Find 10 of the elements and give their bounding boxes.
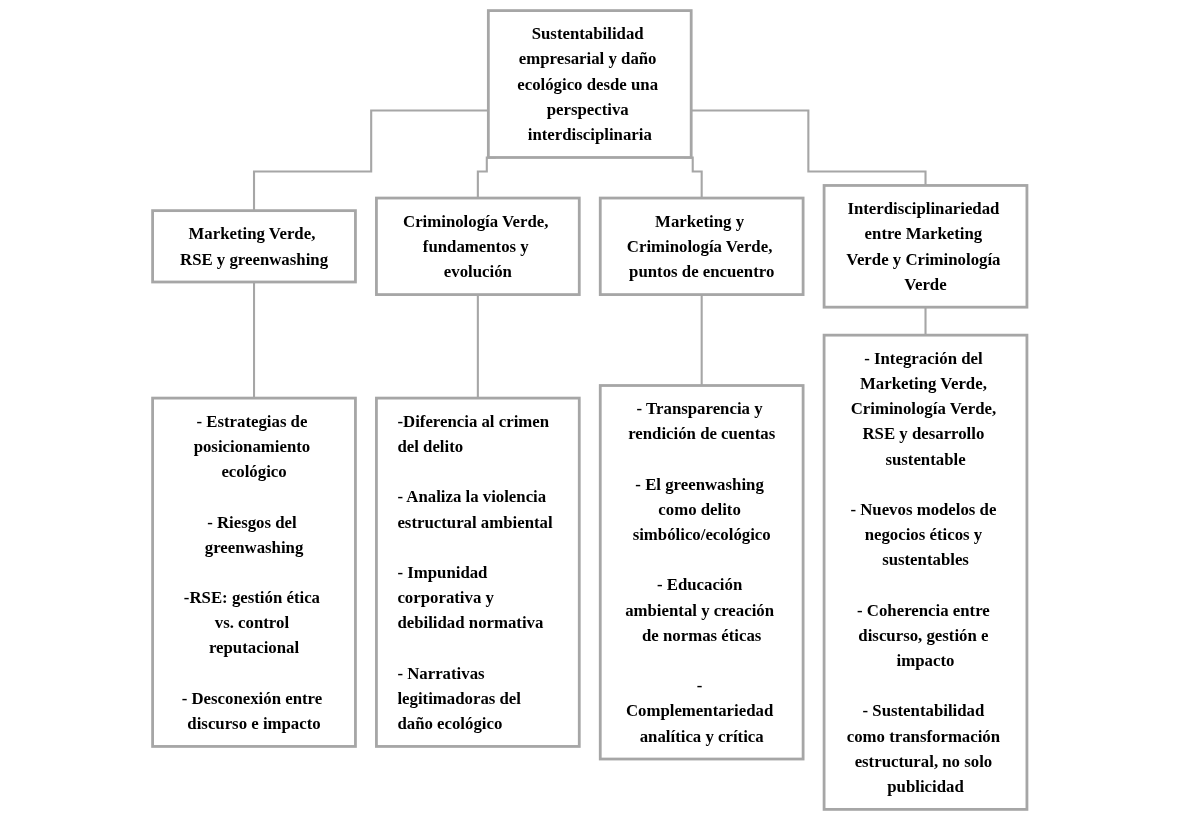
diagram: Sustentabilidad empresarial y daño ecológico desde una perspectiva interdisciplinaria Marketing Verde, RSE y greenwashing Criminología Verde, fundamentos y evolución Marketing y Criminología Verde, puntos de encuentro Interdisciplinariedad entre Marketing Verde y Criminología Verde - Estrategias de posicionamiento ecológico - Riesgos del greenwashing -RSE: gestión ética vs. control reputacional - Desconexión entre discurso e impacto -Diferencia al crimen del delito - Analiza la violencia estructural ambiental - Impunidad corporativa y debilidad normativa - Narrativas legitimadoras del daño ecológico - Transparencia y rendición de cuentas - El greenwashing como delito simbólico/ecológico - Educación ambiental y creación de normas éticas - Complementariedad analítica y crítica - Integración del Marketing Verde, Criminología Verde, RSE y desarrollo sustentable - Nuevos modelos de negocios éticos y sustentables - Coherencia entre discurso, gestión e impacto - Sustentabilidad como transformación estructural, no solo publicidad <box>146 4 1033 815</box>
node-box <box>598 196 805 296</box>
node-box <box>374 196 581 296</box>
node-box <box>486 8 693 159</box>
node-box <box>822 333 1029 811</box>
node-box <box>374 396 581 748</box>
node-box <box>598 383 805 760</box>
node-box <box>822 183 1029 309</box>
node-box <box>150 396 357 748</box>
node-box <box>150 208 357 283</box>
